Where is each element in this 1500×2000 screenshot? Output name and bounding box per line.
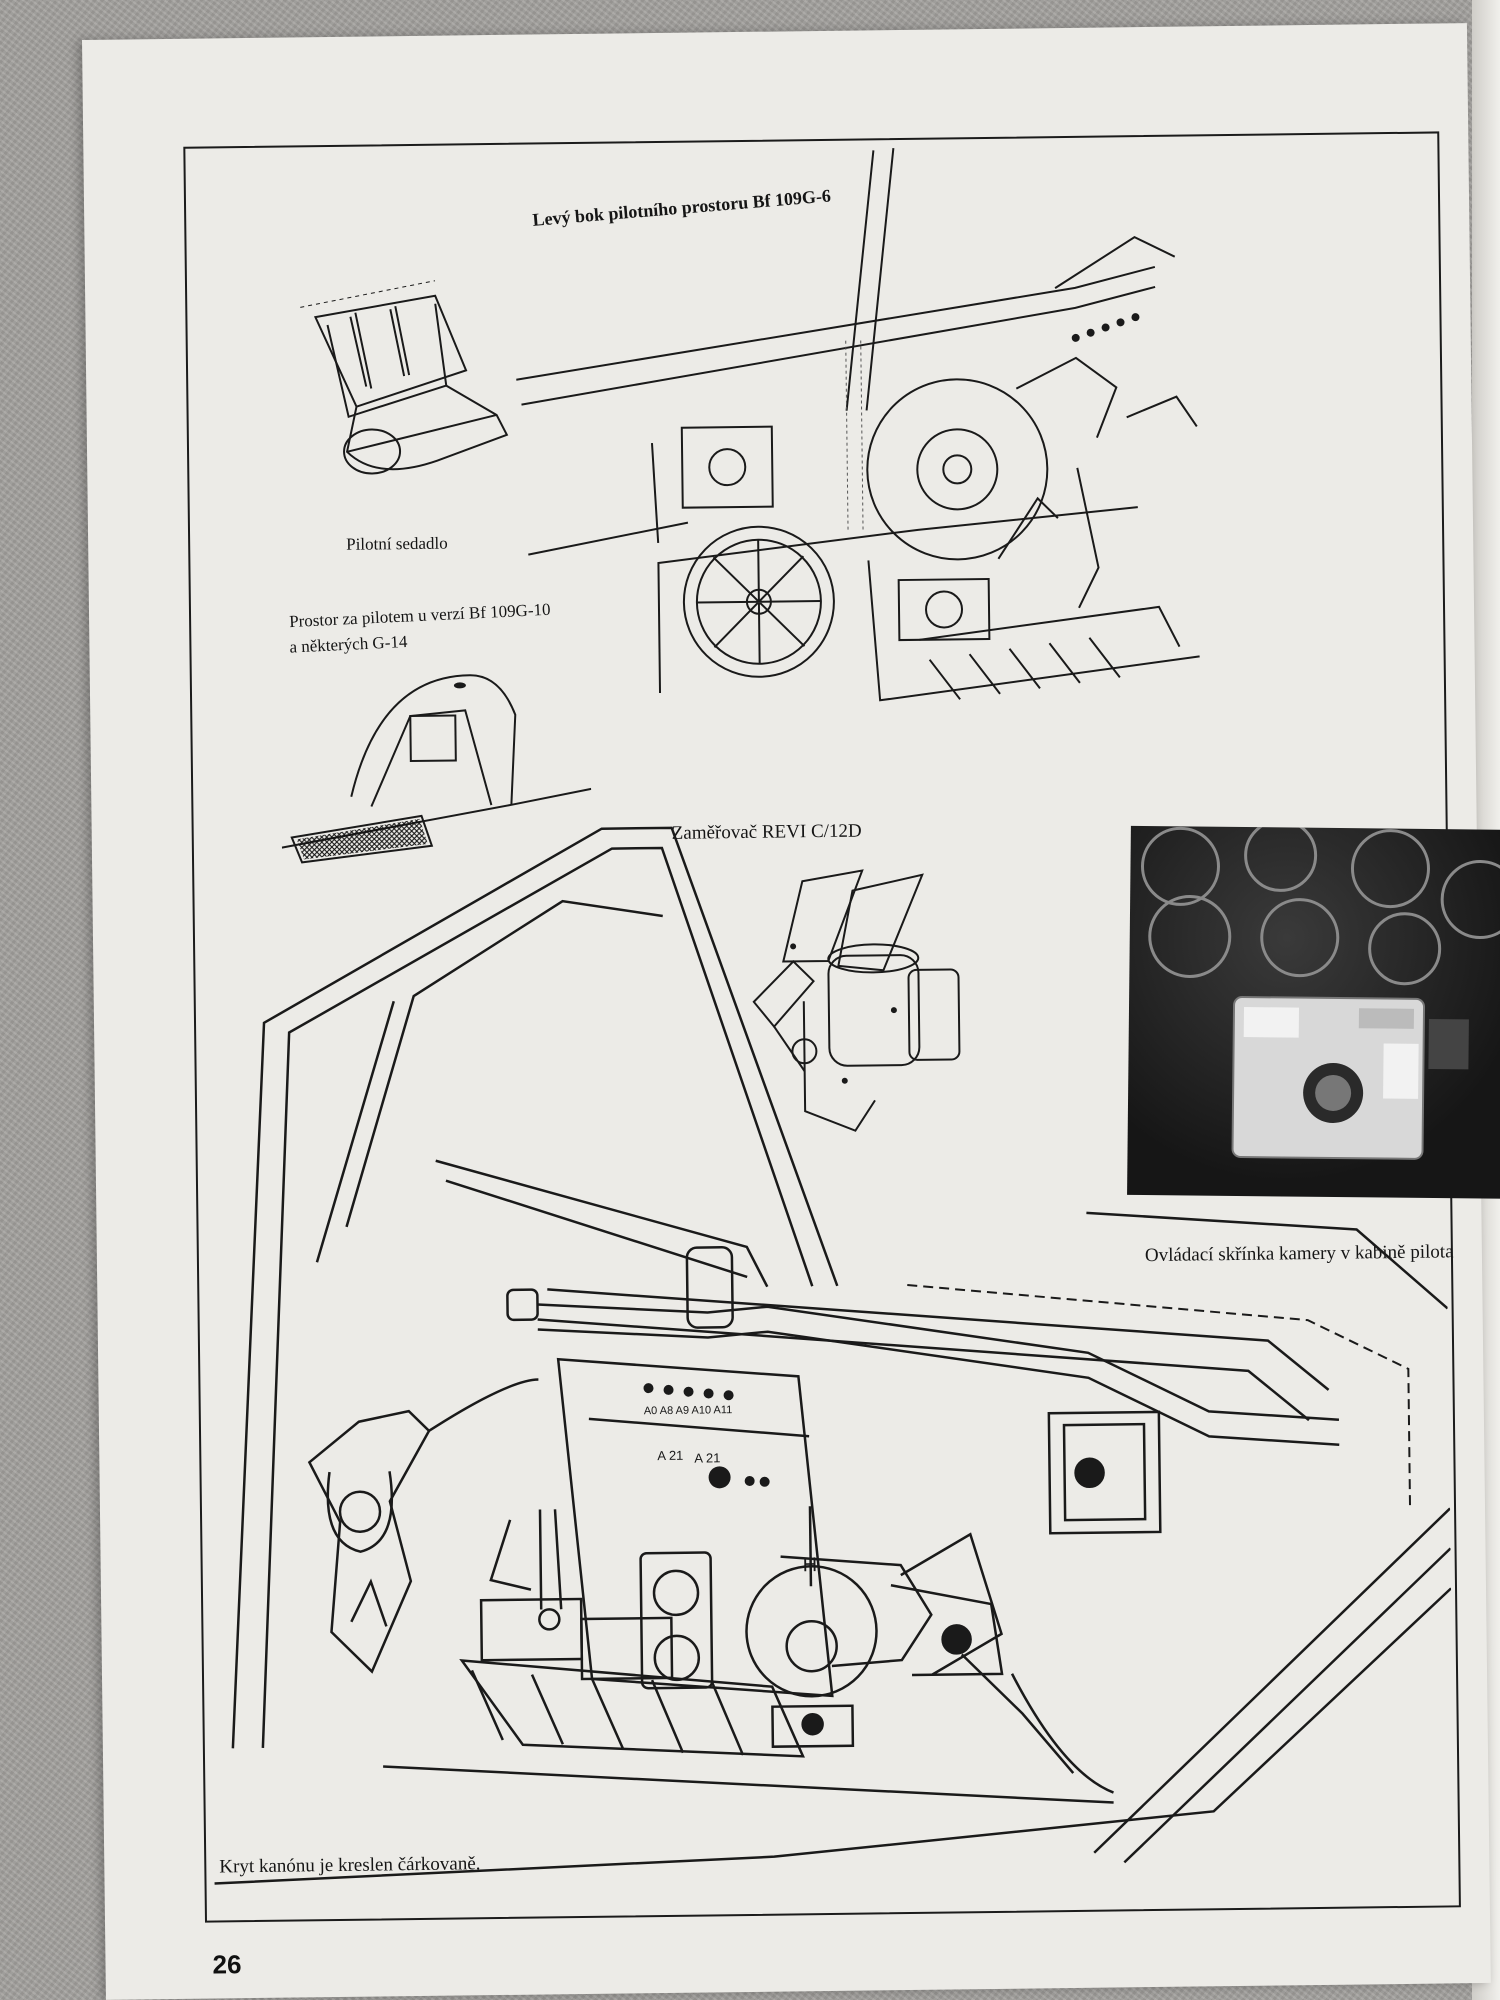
revi-gunsight-drawing — [752, 869, 961, 1132]
pilot-seat-drawing — [300, 280, 509, 475]
page-number: 26 — [212, 1949, 242, 1980]
panel-label-row: A0 A8 A9 A10 A11 — [644, 1404, 733, 1417]
camera-control-box-photo — [1127, 825, 1500, 1199]
panel-label-a21-left: A 21 — [657, 1448, 683, 1463]
cockpit-left-side-drawing — [516, 147, 1200, 702]
seat-caption: Pilotní sedadlo — [346, 533, 448, 554]
cannon-cover-caption: Kryt kanónu je kreslen čárkovaně. — [219, 1853, 481, 1878]
handle-mark-label: H — [803, 1554, 818, 1576]
book-page: Levý bok pilotního prostoru Bf 109G-6 Pi… — [82, 23, 1500, 2000]
space-behind-pilot-drawing — [281, 674, 592, 864]
cockpit-main-drawing: A 21 A 21 A0 A8 A9 A10 A11 H — [214, 826, 1452, 1885]
panel-label-a21-right: A 21 — [694, 1450, 720, 1465]
